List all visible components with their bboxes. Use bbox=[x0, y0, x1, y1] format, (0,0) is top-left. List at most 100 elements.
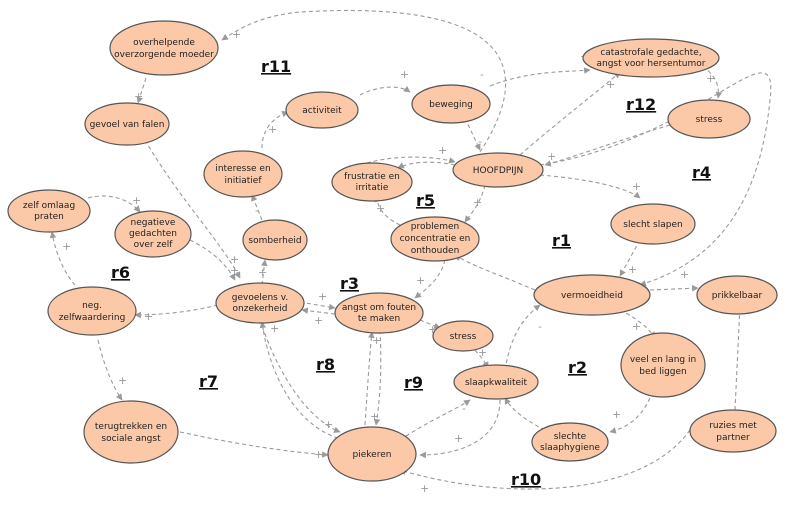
loop-label-r9: r9 bbox=[404, 373, 423, 392]
node-label: sociale angst bbox=[101, 434, 161, 444]
loop-label-r11: r11 bbox=[261, 57, 291, 76]
node-label: concentratie en bbox=[400, 234, 471, 244]
edge-negatieve-onzekerheid bbox=[189, 239, 236, 281]
sign: + bbox=[372, 334, 381, 347]
sign: + bbox=[134, 90, 143, 103]
sign: + bbox=[270, 322, 279, 335]
edge-moeder-falen bbox=[136, 77, 147, 104]
loop-label-r8: r8 bbox=[316, 355, 335, 374]
edge-frustratie-hoofdpijn bbox=[359, 156, 456, 166]
edge-beweging-hoofdpijn bbox=[464, 117, 481, 151]
edge-piekeren-slaapkwaliteit bbox=[399, 399, 471, 441]
edge-hoofdpijn-moeder bbox=[221, 9, 506, 153]
node-label: slaaphygiene bbox=[540, 443, 600, 453]
edge-slaaphygiene-slaapkwaliteit bbox=[504, 397, 546, 431]
loop-label-r7: r7 bbox=[199, 372, 218, 391]
node-label: gedachten bbox=[129, 229, 177, 239]
edge-angst-onzekerheid bbox=[301, 307, 336, 315]
sign: + bbox=[478, 346, 487, 359]
sign: + bbox=[62, 240, 71, 253]
sign: + bbox=[454, 432, 463, 445]
node-label: stress bbox=[450, 332, 477, 342]
node-beweging: beweging bbox=[411, 84, 491, 124]
sign: + bbox=[268, 123, 277, 136]
sign: + bbox=[232, 28, 241, 41]
edge-hoofdpijn-slecht-slapen bbox=[539, 174, 641, 199]
sign: + bbox=[628, 263, 637, 276]
node-slaaphygiene: slechte slaaphygiene bbox=[531, 422, 609, 462]
sign: + bbox=[420, 482, 429, 495]
loop-labels: r1 r2 r3 r4 r5 r6 r7 r8 r9 r10 r11 r12 bbox=[111, 57, 711, 489]
sign: + bbox=[314, 314, 323, 327]
node-label: vermoeidheid bbox=[561, 291, 623, 301]
node-label: somberheid bbox=[248, 236, 301, 246]
sign: + bbox=[370, 410, 379, 423]
node-bed: veel en lang in bed liggen bbox=[620, 332, 706, 398]
edge-angst-piekeren bbox=[373, 329, 382, 426]
edge-onzekerheid-piekeren bbox=[259, 319, 341, 433]
edge-vermoeidheid-concentratie bbox=[454, 254, 536, 291]
edge-concentratie-angst bbox=[414, 259, 446, 299]
sign: + bbox=[258, 266, 267, 279]
node-label: HOOFDPIJN bbox=[473, 166, 524, 176]
node-label: activiteit bbox=[302, 106, 342, 116]
edge-interesse-activiteit bbox=[261, 110, 289, 149]
node-label: frustratie en bbox=[344, 172, 400, 182]
node-falen: gevoel van falen bbox=[84, 102, 170, 146]
node-label: ruzies met bbox=[709, 421, 757, 431]
edge-ruzies-piekeren bbox=[399, 429, 691, 490]
node-label: initiatief bbox=[225, 176, 263, 186]
node-label: irritatie bbox=[356, 183, 389, 193]
edge-hoofdpijn-frustratie bbox=[397, 161, 456, 169]
node-prikkelbaar: prikkelbaar bbox=[696, 275, 778, 315]
edge-piekeren-angst bbox=[364, 331, 375, 426]
edge-ruzies-prikkelbaar bbox=[734, 304, 744, 411]
loop-label-r5: r5 bbox=[416, 191, 435, 210]
edges bbox=[49, 9, 772, 490]
edge-piekeren-onzekerheid bbox=[259, 321, 346, 441]
edge-hoofdpijn-vermoeidheid bbox=[539, 72, 772, 287]
sign: + bbox=[428, 323, 437, 336]
sign: + bbox=[376, 202, 385, 215]
node-somberheid: somberheid bbox=[242, 219, 308, 261]
node-label: terugtrekken en bbox=[95, 422, 167, 432]
node-label: piekeren bbox=[353, 450, 392, 460]
sign: + bbox=[318, 290, 327, 303]
node-catastrofaal: catastrofale gedachte, angst voor hersen… bbox=[582, 38, 720, 78]
node-angst-fouten: angst om fouten te maken bbox=[334, 292, 424, 334]
loop-label-r1: r1 bbox=[552, 231, 571, 250]
node-label: neg. bbox=[82, 301, 102, 311]
sign: + bbox=[400, 68, 409, 81]
sign: + bbox=[118, 374, 127, 387]
edge-catastrofaal-stress bbox=[689, 59, 723, 99]
sign: + bbox=[473, 196, 482, 209]
sign: - bbox=[255, 204, 259, 217]
node-label: overzorgende moeder bbox=[114, 50, 214, 60]
loop-label-r3: r3 bbox=[340, 274, 359, 293]
node-label: zelf omlaag bbox=[23, 201, 75, 211]
sign: + bbox=[632, 180, 641, 193]
node-label: stress bbox=[696, 115, 723, 125]
node-onzekerheid: gevoelens v. onzekerheid bbox=[215, 282, 305, 324]
node-piekeren: piekeren bbox=[327, 426, 417, 482]
loop-label-r6: r6 bbox=[111, 263, 130, 282]
sign: + bbox=[416, 274, 425, 287]
edge-stress-hoofdpijn bbox=[544, 124, 671, 167]
node-label: over zelf bbox=[134, 240, 174, 250]
loop-label-r2: r2 bbox=[568, 358, 587, 377]
node-label: angst voor hersentumor bbox=[597, 59, 706, 69]
sign: + bbox=[632, 320, 641, 333]
edge-zelfwaardering-zelf-omlaag bbox=[49, 231, 76, 286]
node-zelfwaardering: neg. zelfwaardering bbox=[47, 286, 137, 336]
node-label: overhelpende bbox=[133, 38, 195, 48]
node-hoofdpijn: HOOFDPIJN bbox=[452, 152, 544, 188]
node-ruzies: ruzies met partner bbox=[689, 409, 777, 453]
edge-onzekerheid-angst bbox=[299, 301, 336, 311]
sign: - bbox=[538, 320, 542, 333]
sign: + bbox=[144, 310, 153, 323]
node-label: slecht slapen bbox=[623, 220, 682, 230]
node-label: onthouden bbox=[411, 246, 460, 256]
sign: + bbox=[230, 253, 239, 266]
loop-label-r12: r12 bbox=[626, 95, 656, 114]
